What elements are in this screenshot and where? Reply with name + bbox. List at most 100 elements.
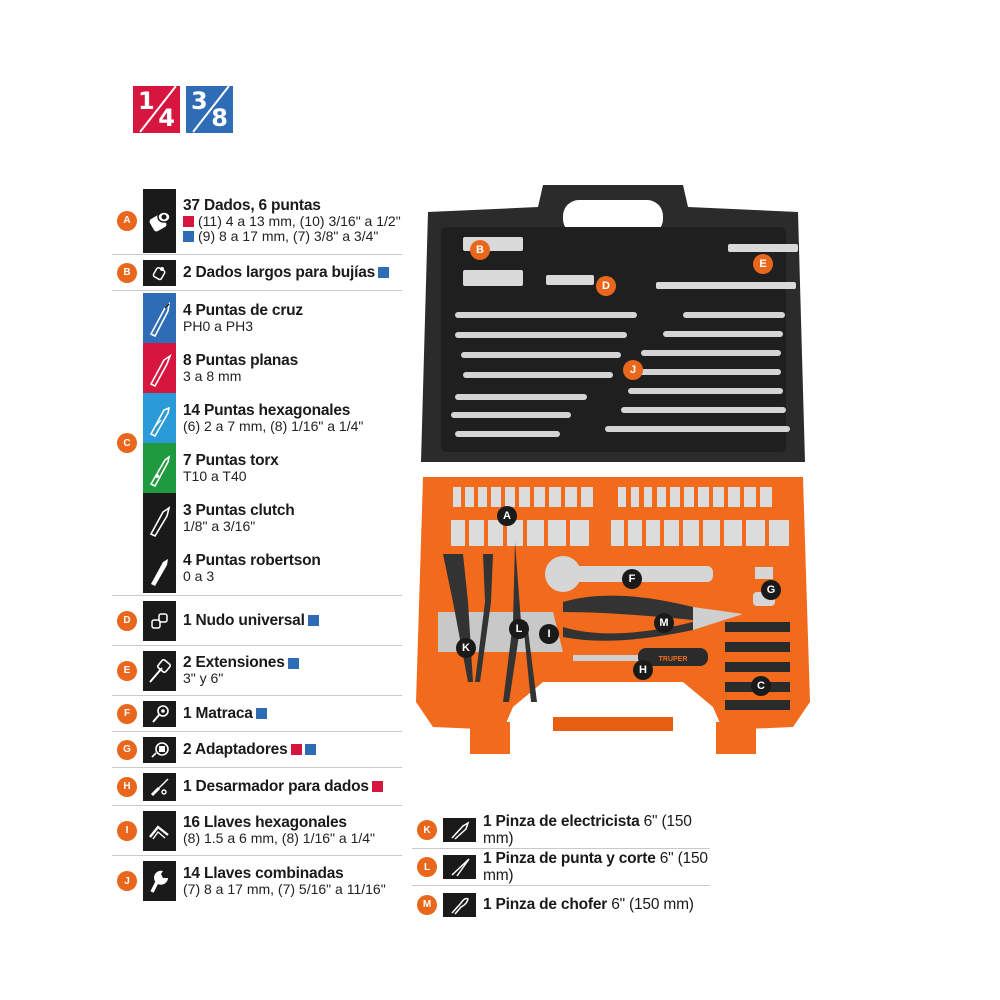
letter-f-badge: F: [117, 703, 137, 724]
legend-item-j: J 14 Llaves combinadas(7) 8 a 17 mm, (7)…: [112, 856, 402, 906]
callout-h: H: [633, 660, 653, 680]
contents-legend: A 37 Dados, 6 puntas (11) 4 a 13 mm, (10…: [112, 187, 402, 906]
letter-d-badge: D: [117, 610, 137, 631]
callout-m: M: [654, 613, 674, 633]
item-title: 37 Dados, 6 puntas: [183, 196, 321, 214]
pliers-legend: K 1 Pinza de electricista 6" (150 mm) L …: [412, 812, 710, 923]
legend-item-k: K 1 Pinza de electricista 6" (150 mm): [412, 812, 710, 849]
three-eighths-inch-badge: 3 8: [186, 86, 233, 133]
item-title: 2 Adaptadores: [183, 740, 288, 758]
letter-m-badge: M: [417, 894, 437, 915]
item-title: 14 Puntas hexagonales: [183, 401, 351, 419]
item-detail: T10 a T40: [183, 467, 247, 484]
flat-bit-icon: [143, 343, 176, 393]
item-title: 1 Pinza de punta y corte: [483, 849, 656, 867]
legend-item-d: D 1 Nudo universal: [112, 596, 402, 646]
item-detail: (8) 1.5 a 6 mm, (8) 1/16" a 1/4": [183, 830, 376, 847]
socket-icon: [143, 188, 176, 253]
badge-denominator: 4: [158, 104, 175, 132]
legend-item-a: A 37 Dados, 6 puntas (11) 4 a 13 mm, (10…: [112, 187, 402, 255]
legend-item-b: B 2 Dados largos para bujías: [112, 255, 402, 291]
item-detail: 0 a 3: [183, 567, 215, 584]
phillips-bit-icon: [143, 293, 176, 343]
callout-l: L: [509, 619, 529, 639]
item-title: 7 Puntas torx: [183, 451, 279, 469]
item-detail: (11) 4 a 13 mm, (10) 3/16" a 1/2": [198, 212, 401, 229]
callout-f: F: [622, 569, 642, 589]
clutch-bit-icon: [143, 493, 176, 543]
item-title: 1 Nudo universal: [183, 611, 305, 629]
callout-e: E: [753, 254, 773, 274]
item-title: 1 Pinza de electricista: [483, 812, 640, 830]
tool-case-illustration: TRUPER: [416, 185, 810, 754]
tool-case-image: TRUPER B E D J A F G I L M K H C: [413, 182, 813, 762]
quarter-inch-square: [290, 744, 302, 756]
item-detail: 1/8" a 3/16": [183, 517, 256, 534]
letter-b-badge: B: [117, 262, 137, 283]
legend-item-l: L 1 Pinza de punta y corte 6" (150 mm): [412, 849, 710, 886]
callout-a: A: [497, 506, 517, 526]
three-eighths-inch-square: [287, 657, 299, 669]
legend-item-h: H 1 Desarmador para dados: [112, 768, 402, 806]
combination-wrench-icon: [143, 861, 176, 901]
svg-text:TRUPER: TRUPER: [659, 656, 688, 663]
item-title: 1 Pinza de chofer: [483, 895, 608, 913]
letter-a-badge: A: [117, 210, 137, 231]
callout-b: B: [470, 240, 490, 260]
letter-k-badge: K: [417, 820, 437, 840]
item-detail: (7) 8 a 17 mm, (7) 5/16" a 11/16": [183, 880, 386, 897]
item-title: 4 Puntas de cruz: [183, 301, 303, 319]
item-title: 8 Puntas planas: [183, 351, 299, 369]
legend-item-f: F 1 Matraca: [112, 696, 402, 732]
badge-denominator: 8: [211, 104, 228, 132]
item-title: 3 Puntas clutch: [183, 501, 295, 519]
letter-l-badge: L: [417, 857, 437, 877]
robertson-bit-icon: [143, 543, 176, 593]
extension-icon: [143, 650, 176, 691]
quarter-inch-badge: 1 4: [133, 86, 180, 133]
hex-bit-icon: [143, 393, 176, 443]
legend-item-i: I 16 Llaves hexagonales(8) 1.5 a 6 mm, (…: [112, 806, 402, 856]
callout-d: D: [596, 276, 616, 296]
needle-nose-pliers-icon: [443, 855, 476, 879]
quarter-inch-square: [183, 215, 194, 227]
universal-joint-icon: [143, 600, 176, 641]
adapter-icon: [143, 736, 176, 763]
letter-j-badge: J: [117, 871, 137, 891]
hex-key-icon: [143, 810, 176, 851]
item-title: 1 Matraca: [183, 704, 253, 722]
letter-h-badge: H: [117, 776, 137, 797]
torx-bit-icon: [143, 443, 176, 493]
letter-c-badge: C: [117, 433, 137, 453]
item-title: 1 Desarmador para dados: [183, 777, 369, 795]
callout-j: J: [623, 360, 643, 380]
item-title: 2 Dados largos para bujías: [183, 263, 376, 281]
item-detail: (6) 2 a 7 mm, (8) 1/16" a 1/4": [183, 417, 364, 434]
callout-c: C: [751, 676, 771, 696]
slip-joint-pliers-icon: [443, 892, 476, 917]
item-detail: 3" y 6": [183, 670, 224, 687]
item-detail: PH0 a PH3: [183, 317, 254, 334]
item-size: 6" (150 mm): [483, 812, 692, 847]
three-eighths-inch-square: [378, 267, 390, 279]
spark-plug-socket-icon: [143, 259, 176, 286]
lineman-pliers-icon: [443, 818, 476, 842]
callout-k: K: [456, 638, 476, 658]
item-title: 16 Llaves hexagonales: [183, 814, 347, 832]
ratchet-icon: [143, 700, 176, 727]
item-detail: 3 a 8 mm: [183, 367, 242, 384]
letter-e-badge: E: [117, 660, 137, 681]
item-detail: (9) 8 a 17 mm, (7) 3/8" a 3/4": [198, 228, 379, 245]
callout-i: I: [539, 624, 559, 644]
legend-item-m: M 1 Pinza de chofer 6" (150 mm): [412, 886, 710, 923]
legend-item-g: G 2 Adaptadores: [112, 732, 402, 768]
quarter-inch-square: [371, 781, 383, 793]
item-size: 6" (150 mm): [611, 895, 694, 913]
